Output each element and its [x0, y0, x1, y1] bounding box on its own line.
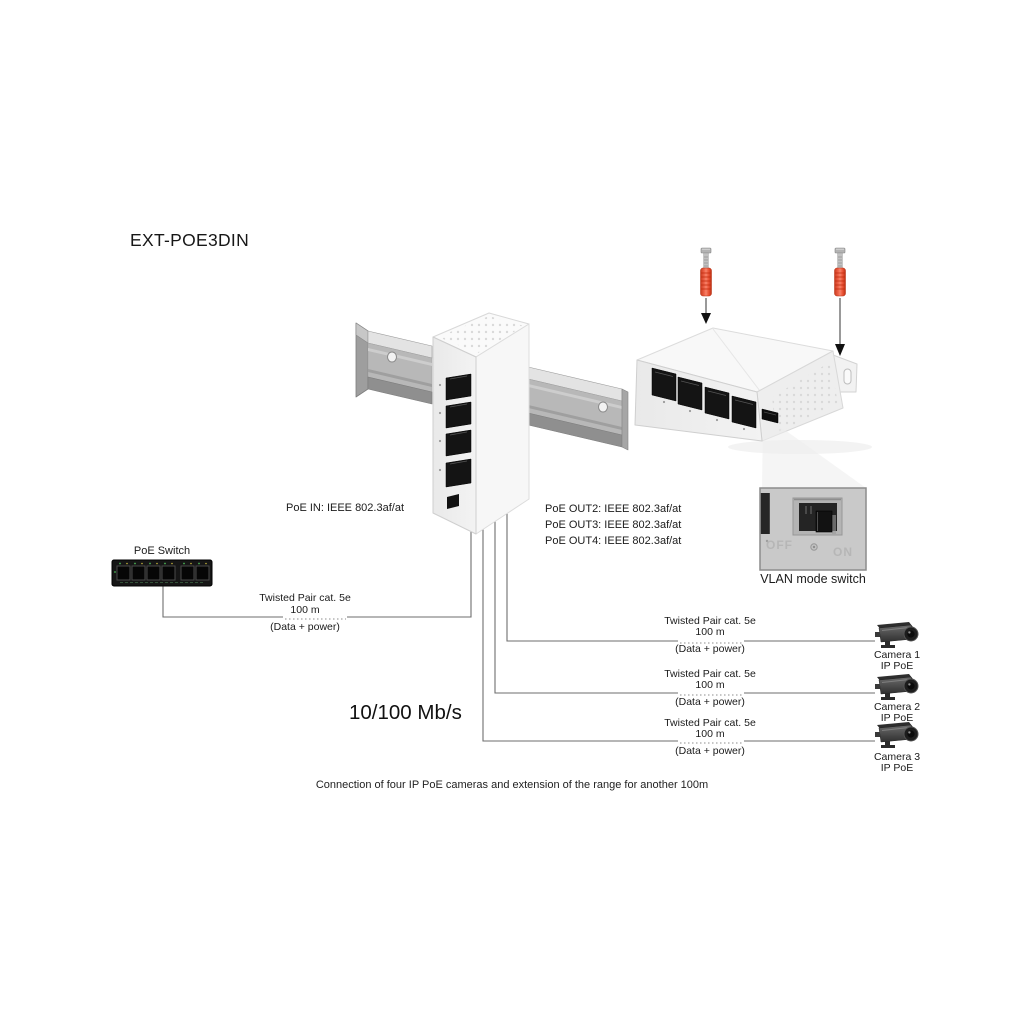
camera-1-icon — [874, 621, 919, 649]
poe-switch-device — [111, 559, 213, 587]
cable-type-label: Twisted Pair cat. 5e — [664, 668, 756, 680]
rj45-port — [445, 429, 472, 457]
poe-switch-label: PoE Switch — [133, 545, 191, 557]
rj45-port — [651, 367, 677, 402]
cable-length-label: 100 m — [290, 604, 320, 616]
camera-2-type: IP PoE — [880, 712, 914, 724]
cable-poe-in — [162, 586, 283, 618]
cable-length-label: 100 m — [695, 728, 725, 740]
cable-camera-2 — [494, 515, 678, 694]
port-leds — [438, 383, 442, 472]
cable-type-label: Twisted Pair cat. 5e — [259, 592, 351, 604]
mounting-arrow — [835, 344, 845, 356]
speed-label: 10/100 Mb/s — [349, 701, 462, 724]
cable-type-label: Twisted Pair cat. 5e — [664, 615, 756, 627]
product-title: EXT-POE3DIN — [130, 230, 250, 250]
aux-jack — [447, 494, 459, 509]
vlan-mode-switch-caption: VLAN mode switch — [760, 572, 866, 586]
camera-3-icon — [874, 721, 919, 749]
rj45-port — [677, 376, 703, 411]
vlan-off-label: OFF — [766, 538, 793, 552]
camera-3-name: Camera 3 — [873, 751, 921, 763]
switch-port — [146, 565, 161, 581]
vlan-detail-inset — [759, 487, 867, 571]
din-rail — [355, 322, 629, 451]
vlan-switch-knob — [815, 510, 833, 533]
rj45-port — [445, 373, 472, 401]
cable-type-label: Twisted Pair cat. 5e — [664, 717, 756, 729]
poe-out2-label: PoE OUT2: IEEE 802.3af/at — [545, 503, 682, 515]
rj45-ports-din — [445, 373, 472, 488]
din-poe-extender — [432, 312, 530, 535]
cable-length-label: 100 m — [695, 626, 725, 638]
cables — [162, 509, 875, 744]
poe-out3-label: PoE OUT3: IEEE 802.3af/at — [545, 519, 682, 531]
cable-carries-label: (Data + power) — [675, 696, 745, 708]
rail-hole-right — [598, 401, 608, 413]
rj45-port — [445, 401, 472, 429]
switch-port — [180, 565, 195, 581]
cable-carries-label: (Data + power) — [270, 621, 340, 633]
footer-caption: Connection of four IP PoE cameras and ex… — [315, 779, 709, 791]
poe-out4-label: PoE OUT4: IEEE 802.3af/at — [545, 535, 682, 547]
cable-carries-label: (Data + power) — [675, 643, 745, 655]
screw-anchor-right — [834, 247, 846, 356]
cable-length-label: 100 m — [695, 679, 725, 691]
switch-port — [116, 565, 131, 581]
magnifier-beam — [762, 421, 866, 488]
mounting-arrow — [701, 313, 711, 324]
switch-port — [195, 565, 210, 581]
camera-3-type: IP PoE — [880, 762, 914, 774]
vlan-on-label: ON — [833, 545, 853, 559]
cable-poe-in-2 — [347, 523, 472, 618]
screw-anchor-left — [700, 247, 712, 324]
switch-port — [131, 565, 146, 581]
cable-camera-3 — [482, 521, 678, 742]
camera-2-icon — [874, 673, 919, 701]
rail-hole-left — [387, 351, 397, 363]
port-leds — [662, 400, 746, 431]
camera-1-name: Camera 1 — [873, 649, 921, 661]
cable-camera-1 — [506, 509, 678, 642]
switch-port — [161, 565, 176, 581]
camera-2-name: Camera 2 — [873, 701, 921, 713]
rj45-port — [445, 458, 472, 488]
camera-1-type: IP PoE — [880, 660, 914, 672]
cable-carries-label: (Data + power) — [675, 745, 745, 757]
poe-in-label: PoE IN: IEEE 802.3af/at — [285, 502, 404, 514]
